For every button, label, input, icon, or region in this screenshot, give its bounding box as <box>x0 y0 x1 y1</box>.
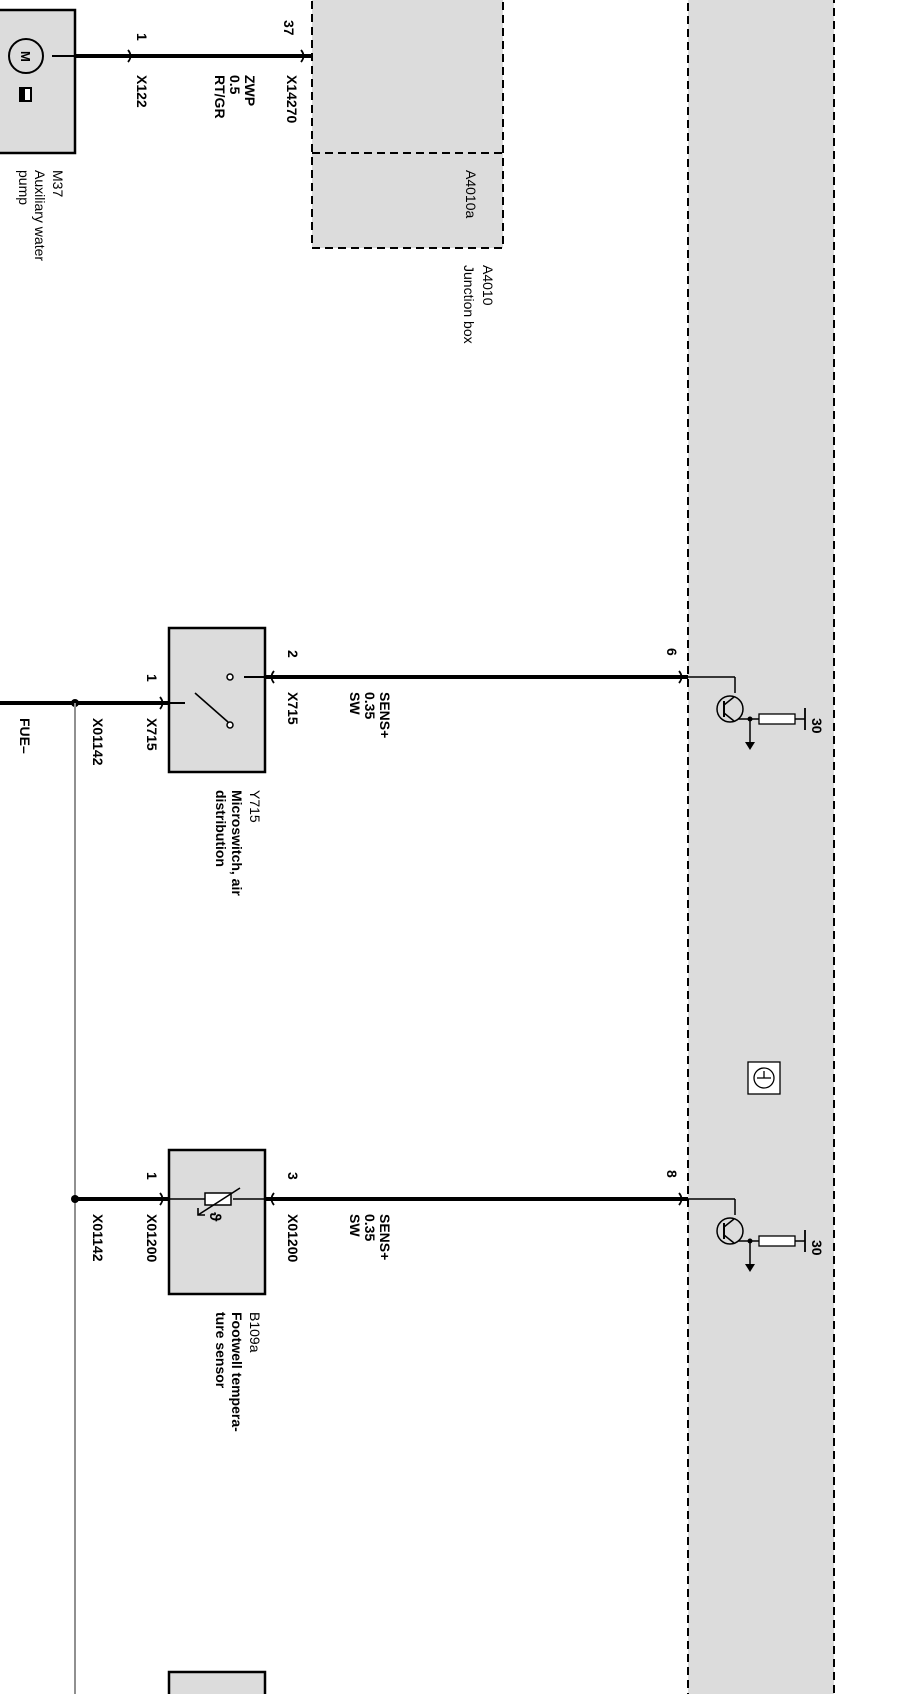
junction-box-subcode: A4010a <box>463 170 479 218</box>
pump-wire-signal: ZWP <box>242 75 258 106</box>
ground-label: FUE– <box>17 718 33 754</box>
aux-pump-name-line1: Auxiliary water <box>32 170 48 261</box>
footwell-sensor-name-line1: Footwell tempera- <box>229 1312 245 1432</box>
switch-ground-wire <box>0 696 169 710</box>
theta-symbol: ϑ <box>206 1212 223 1222</box>
switch-signal-wire <box>265 670 688 684</box>
footwell-sensor-pin-bottom: 1 <box>144 1172 160 1180</box>
microswitch-name-line1: Microswitch, air <box>229 790 245 896</box>
junction-box-pin-label: 37 <box>281 20 297 36</box>
pump-wire-color: RT/GR <box>212 75 228 119</box>
junction-box-name: Junction box <box>461 265 477 344</box>
thermistor-icon <box>204 1192 232 1206</box>
microswitch-connector-top: X715 <box>285 692 301 725</box>
pin-label-8: 8 <box>664 1170 680 1178</box>
sensor-wire-signal: SENS+ <box>377 1214 393 1260</box>
aux-pump-name-line2: pump <box>16 170 32 205</box>
microswitch-connector-bottom: X715 <box>144 718 160 751</box>
microswitch-pin-top: 2 <box>285 650 301 658</box>
footwell-sensor-name-line2: ture sensor <box>213 1312 229 1389</box>
pump-connector-pin: 1 <box>134 33 150 41</box>
control-unit: 30 30 6 8 <box>664 0 835 1694</box>
aux-pump: M <box>0 8 77 155</box>
sensor-wire-gauge: 0.35 <box>362 1214 378 1241</box>
microswitch-pin-bottom: 1 <box>144 674 160 682</box>
ground-connector-label-b: X01142 <box>90 1214 106 1262</box>
sensor-wire-color: SW <box>347 1214 363 1237</box>
footwell-sensor-connector-bottom: X01200 <box>144 1214 160 1262</box>
footwell-sensor <box>167 1148 267 1296</box>
junction-connector-label: X14270 <box>284 75 300 123</box>
switch-wire-color: SW <box>347 692 363 715</box>
motor-icon <box>8 38 44 74</box>
switch-wire-gauge: 0.35 <box>362 692 378 719</box>
footwell-sensor-pin-top: 3 <box>285 1172 301 1180</box>
footwell-sensor-connector-top: X01200 <box>285 1214 301 1262</box>
motor-symbol: M <box>18 51 33 62</box>
sensor-ground-wire <box>71 1192 169 1206</box>
sensor-signal-wire <box>265 1192 688 1206</box>
aux-pump-code: M37 <box>50 170 66 197</box>
pump-connector-label: X122 <box>134 75 150 108</box>
module-symbol-icon <box>747 1061 781 1095</box>
pump-wire <box>75 49 312 63</box>
driver-transistor-a <box>688 676 806 750</box>
pin-label-6: 6 <box>664 648 680 656</box>
switch-wire-signal: SENS+ <box>377 692 393 738</box>
microswitch-name-line2: distribution <box>213 790 229 867</box>
partial-component-box <box>167 1670 267 1694</box>
supply-label-b: 30 <box>809 1240 825 1256</box>
microswitch-code: Y715 <box>247 790 263 823</box>
junction-box-code: A4010 <box>480 265 496 306</box>
pump-wire-gauge: 0.5 <box>227 75 243 95</box>
footwell-sensor-code: B109a <box>247 1312 263 1353</box>
ground-connector-label-a: X01142 <box>90 718 106 766</box>
junction-box: A4010a A4010 Junction box 37 <box>281 0 504 344</box>
microswitch <box>167 626 267 774</box>
driver-transistor-b <box>688 1198 806 1272</box>
supply-label-a: 30 <box>809 718 825 734</box>
switch-contact-icon <box>194 692 229 723</box>
